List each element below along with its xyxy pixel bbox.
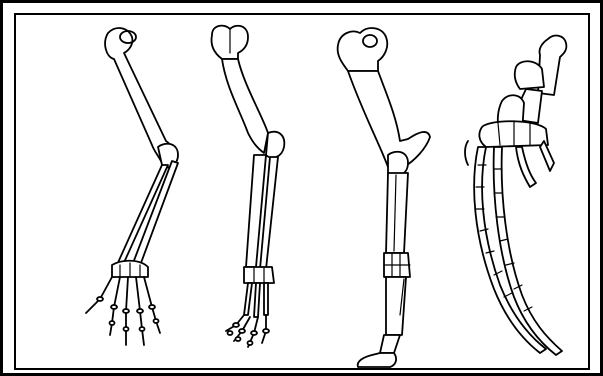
dog-humerus [222,59,268,153]
human-humerus [105,28,173,163]
horse-hoof [358,353,396,367]
horse-foreleg-skeleton-icon [338,28,430,367]
horse-radius [386,173,408,253]
bird-digit-inner [516,147,536,187]
bird-wing-skeleton-icon [465,36,566,355]
human-arm-skeleton-icon [86,28,178,345]
human-ulna [130,161,178,271]
horse-humerus [348,71,430,167]
limb-homology-figure [16,15,588,368]
figure-panel [14,13,590,370]
dog-foreleg-skeleton-icon [211,26,284,347]
